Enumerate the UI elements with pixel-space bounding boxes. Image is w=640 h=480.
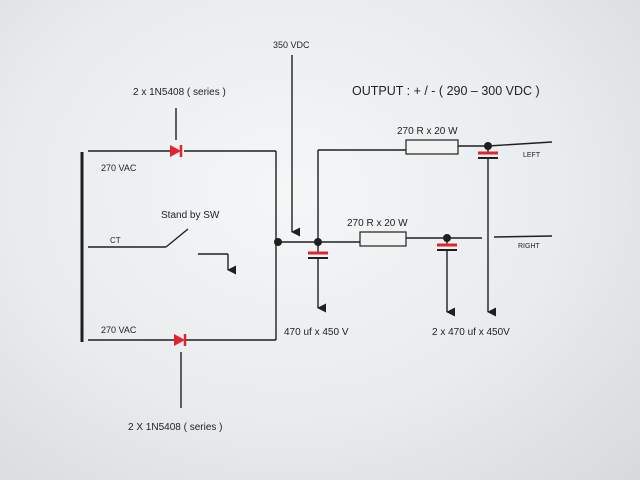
capacitor-right-icon (437, 243, 457, 251)
label-vac-top: 270 VAC (101, 163, 137, 173)
label-out-left: LEFT (523, 152, 541, 159)
label-vac-bottom: 270 VAC (101, 325, 137, 335)
standby-switch-icon (165, 228, 189, 248)
diode-top-icon (170, 145, 183, 157)
label-standby-switch: Stand by SW (161, 210, 220, 221)
capacitor-left-icon (478, 151, 498, 159)
label-ct: CT (110, 236, 121, 245)
label-cap-first: 470 uf x 450 V (284, 327, 349, 338)
label-resistor-right: 270 R x 20 W (347, 218, 408, 229)
label-diode-bottom: 2 X 1N5408 ( series ) (128, 422, 223, 433)
wire-left-out (487, 141, 553, 147)
label-resistor-left: 270 R x 20 W (397, 126, 458, 137)
label-cap-pair: 2 x 470 uf x 450V (432, 327, 510, 338)
wire-right-out (493, 235, 553, 238)
capacitor-first-icon (308, 251, 328, 259)
output-title: OUTPUT : + / - ( 290 – 300 VDC ) (352, 84, 540, 98)
label-out-right: RIGHT (518, 243, 541, 250)
label-350-vdc: 350 VDC (273, 40, 310, 50)
resistor-right-icon (359, 231, 407, 247)
resistor-left-icon (405, 139, 459, 155)
label-diode-top: 2 x 1N5408 ( series ) (133, 87, 226, 98)
diode-bottom-icon (174, 334, 187, 346)
